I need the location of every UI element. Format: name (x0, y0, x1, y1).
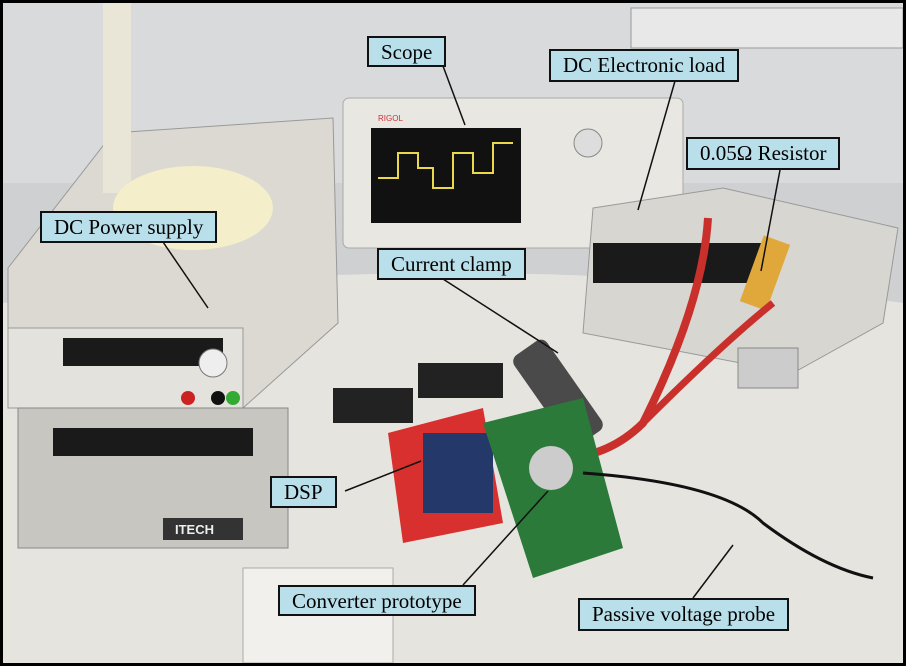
second-power-supply: ITECH (17, 407, 289, 549)
itech-brand: ITECH (175, 522, 214, 537)
converter-prototype-label: Converter prototype (278, 585, 476, 616)
dc-power-supply-label: DC Power supply (40, 211, 218, 243)
dsp-label: DSP (270, 476, 337, 508)
probe-cable (582, 471, 874, 580)
dsp-board (423, 433, 493, 513)
scope-brand: RIGOL (378, 114, 403, 123)
terminal-block (418, 363, 503, 398)
current-clamp-label: Current clamp (377, 248, 526, 280)
dc-electronic-load (582, 187, 899, 389)
passive-voltage-probe-label: Passive voltage probe (578, 598, 790, 631)
leader-lines (162, 65, 781, 599)
shelf-unit (630, 7, 903, 49)
lab-bench-scene: RIGOL ITECH (3, 3, 903, 663)
resistor-label: 0.05Ω Resistor (686, 137, 841, 170)
dc-electronic-load-label: DC Electronic load (549, 49, 740, 82)
terminal-block (333, 388, 413, 423)
resistor-body (739, 235, 791, 311)
scope-label: Scope (367, 36, 447, 67)
